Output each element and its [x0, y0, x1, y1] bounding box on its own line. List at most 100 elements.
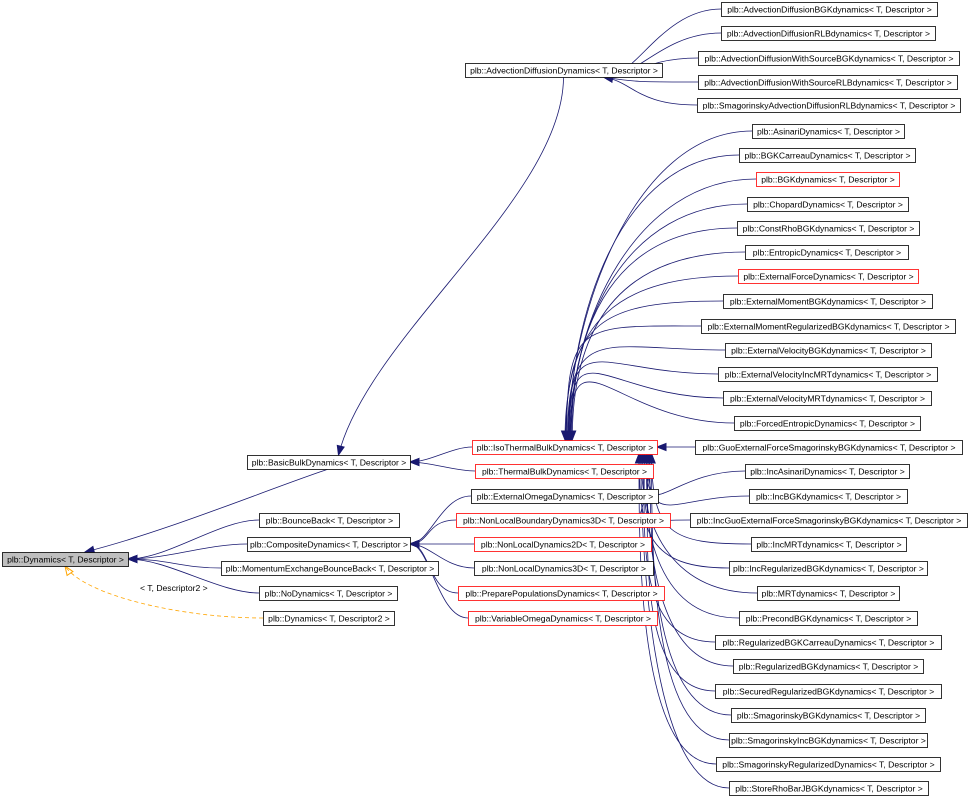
inheritance-edge-dynamics_t2-to-dynamics	[64, 565, 264, 619]
class-node-composite[interactable]: plb::CompositeDynamics< T, Descriptor >	[247, 537, 411, 552]
class-node-label: plb::Dynamics< T, Descriptor2 >	[268, 614, 390, 624]
inheritance-edge-no_dynamics-to-dynamics	[127, 558, 260, 594]
arrowhead-icon	[655, 442, 667, 452]
class-node-non-local-2d[interactable]: plb::NonLocalDynamics2D< T, Descriptor >	[474, 537, 652, 552]
class-node-box	[471, 489, 659, 504]
class-node-label: plb::MRTdynamics< T, Descriptor >	[762, 589, 896, 599]
class-node-label: plb::GuoExternalForceSmagorinskyBGKdynam…	[703, 443, 956, 453]
class-node-regularized-bgk[interactable]: plb::RegularizedBGKdynamics< T, Descript…	[733, 659, 924, 674]
class-node-label: plb::BounceBack< T, Descriptor >	[266, 516, 393, 526]
class-node-box	[745, 245, 909, 260]
class-node-inc-mrt[interactable]: plb::IncMRTdynamics< T, Descriptor >	[751, 537, 907, 552]
class-node-label: plb::StoreRhoBarJBGKdynamics< T, Descrip…	[735, 784, 923, 794]
class-node-label: plb::PrecondBGKdynamics< T, Descriptor >	[746, 614, 912, 624]
class-node-advection-diffusion[interactable]: plb::AdvectionDiffusionDynamics< T, Desc…	[465, 63, 663, 78]
class-node-label: plb::ExternalMomentBGKdynamics< T, Descr…	[730, 297, 926, 307]
class-node-box	[731, 708, 926, 723]
class-node-external-force[interactable]: plb::ExternalForceDynamics< T, Descripto…	[738, 269, 919, 284]
class-node-label: plb::ThermalBulkDynamics< T, Descriptor …	[482, 467, 647, 477]
class-node-dynamics[interactable]: plb::Dynamics< T, Descriptor >	[2, 552, 129, 567]
class-node-label: plb::RegularizedBGKCarreauDynamics< T, D…	[723, 638, 935, 648]
class-node-iso-thermal[interactable]: plb::IsoThermalBulkDynamics< T, Descript…	[472, 440, 658, 455]
class-node-smagorinsky-bgk[interactable]: plb::SmagorinskyBGKdynamics< T, Descript…	[731, 708, 926, 723]
class-node-label: plb::ChopardDynamics< T, Descriptor >	[753, 200, 903, 210]
class-node-label: plb::EntropicDynamics< T, Descriptor >	[753, 248, 901, 258]
class-node-forced-entropic[interactable]: plb::ForcedEntropicDynamics< T, Descript…	[734, 416, 921, 431]
class-node-label: plb::IsoThermalBulkDynamics< T, Descript…	[477, 443, 654, 453]
inheritance-edge-bounce_back-to-dynamics	[127, 519, 260, 560]
class-node-ad-bgk[interactable]: plb::AdvectionDiffusionBGKdynamics< T, D…	[721, 2, 938, 17]
inheritance-edge-ext_velocity_mrt-to-iso_thermal	[568, 372, 724, 441]
class-node-ext-moment-reg-bgk[interactable]: plb::ExternalMomentRegularizedBGKdynamic…	[701, 319, 956, 334]
class-node-store-rho-bar-jbgk[interactable]: plb::StoreRhoBarJBGKdynamics< T, Descrip…	[729, 781, 929, 796]
class-node-box	[474, 537, 652, 552]
class-node-regularized-bgk-carreau[interactable]: plb::RegularizedBGKCarreauDynamics< T, D…	[715, 635, 942, 650]
class-node-precond-bgk[interactable]: plb::PrecondBGKdynamics< T, Descriptor >	[739, 611, 918, 626]
class-node-label: plb::ExternalVelocityIncMRTdynamics< T, …	[725, 370, 932, 380]
class-node-box	[468, 611, 658, 626]
class-node-non-local-boundary-3d[interactable]: plb::NonLocalBoundaryDynamics3D< T, Desc…	[456, 513, 671, 528]
class-node-chopard[interactable]: plb::ChopardDynamics< T, Descriptor >	[747, 197, 909, 212]
inheritance-edge-forced_entropic-to-iso_thermal	[569, 381, 735, 441]
class-node-bgk-carreau[interactable]: plb::BGKCarreauDynamics< T, Descriptor >	[739, 148, 916, 163]
class-node-ad-src-bgk[interactable]: plb::AdvectionDiffusionWithSourceBGKdyna…	[698, 51, 960, 66]
class-node-ext-velocity-bgk[interactable]: plb::ExternalVelocityBGKdynamics< T, Des…	[725, 343, 932, 358]
class-node-inc-asinari[interactable]: plb::IncAsinariDynamics< T, Descriptor >	[745, 464, 910, 479]
class-node-label: plb::BGKCarreauDynamics< T, Descriptor >	[744, 151, 910, 161]
class-node-bgk[interactable]: plb::BGKdynamics< T, Descriptor >	[756, 172, 900, 187]
class-node-label: plb::IncBGKdynamics< T, Descriptor >	[756, 492, 901, 502]
class-node-box	[697, 98, 961, 113]
class-node-mrt[interactable]: plb::MRTdynamics< T, Descriptor >	[757, 586, 900, 601]
inheritance-edge-smagorinsky_bgk-to-iso_thermal	[649, 453, 732, 716]
class-node-box	[456, 513, 671, 528]
class-node-ad-rlb[interactable]: plb::AdvectionDiffusionRLBdynamics< T, D…	[721, 26, 936, 41]
class-node-prepare-populations[interactable]: plb::PreparePopulationsDynamics< T, Desc…	[458, 586, 665, 601]
inheritance-edge-advection_diffusion-to-basic_bulk	[338, 76, 564, 456]
inheritance-edge-composite-to-dynamics	[127, 543, 248, 560]
arrowhead-icon	[565, 430, 575, 442]
class-node-smag-ad-rlb[interactable]: plb::SmagorinskyAdvectionDiffusionRLBdyn…	[697, 98, 961, 113]
class-node-dynamics-t2[interactable]: plb::Dynamics< T, Descriptor2 >	[263, 611, 395, 626]
class-node-label: plb::SmagorinskyRegularizedDynamics< T, …	[722, 760, 934, 770]
class-node-ext-moment-bgk[interactable]: plb::ExternalMomentBGKdynamics< T, Descr…	[723, 294, 933, 309]
inheritance-edge-precond_bgk-to-iso_thermal	[642, 453, 740, 619]
class-node-const-rho-bgk[interactable]: plb::ConstRhoBGKdynamics< T, Descriptor …	[737, 221, 920, 236]
class-node-label: plb::CompositeDynamics< T, Descriptor >	[250, 540, 408, 550]
class-node-asinari[interactable]: plb::AsinariDynamics< T, Descriptor >	[752, 124, 905, 139]
class-node-bounce-back[interactable]: plb::BounceBack< T, Descriptor >	[259, 513, 400, 528]
class-node-external-omega[interactable]: plb::ExternalOmegaDynamics< T, Descripto…	[471, 489, 659, 504]
class-node-ad-src-rlb[interactable]: plb::AdvectionDiffusionWithSourceRLBdyna…	[698, 75, 958, 90]
class-node-inc-bgk[interactable]: plb::IncBGKdynamics< T, Descriptor >	[749, 489, 908, 504]
class-node-box	[475, 464, 654, 479]
class-node-momentum-exchange[interactable]: plb::MomentumExchangeBounceBack< T, Desc…	[221, 561, 439, 576]
class-node-variable-omega[interactable]: plb::VariableOmegaDynamics< T, Descripto…	[468, 611, 658, 626]
class-node-box	[690, 513, 968, 528]
class-node-secured-regularized-bgk[interactable]: plb::SecuredRegularizedBGKdynamics< T, D…	[715, 684, 942, 699]
class-node-label: plb::IncMRTdynamics< T, Descriptor >	[756, 540, 901, 550]
class-node-ext-velocity-mrt[interactable]: plb::ExternalVelocityMRTdynamics< T, Des…	[723, 391, 932, 406]
class-node-inc-regularized-bgk[interactable]: plb::IncRegularizedBGKdynamics< T, Descr…	[729, 561, 928, 576]
class-node-entropic[interactable]: plb::EntropicDynamics< T, Descriptor >	[745, 245, 909, 260]
class-node-box	[723, 294, 933, 309]
class-node-label: plb::SmagorinskyBGKdynamics< T, Descript…	[737, 711, 920, 721]
arrowhead-icon	[336, 444, 345, 457]
class-node-thermal-bulk[interactable]: plb::ThermalBulkDynamics< T, Descriptor …	[475, 464, 654, 479]
class-node-basic-bulk[interactable]: plb::BasicBulkDynamics< T, Descriptor >	[247, 455, 411, 470]
arrowhead-icon	[647, 452, 656, 464]
class-node-label: plb::RegularizedBGKdynamics< T, Descript…	[739, 662, 918, 672]
class-node-label: plb::NonLocalDynamics3D< T, Descriptor >	[482, 564, 646, 574]
inheritance-edge-ext_velocity_inc_mrt-to-iso_thermal	[567, 361, 719, 441]
class-node-box	[739, 148, 916, 163]
class-node-guo-ext-force-smag-bgk[interactable]: plb::GuoExternalForceSmagorinskyBGKdynam…	[695, 440, 963, 455]
class-node-ext-velocity-inc-mrt[interactable]: plb::ExternalVelocityIncMRTdynamics< T, …	[718, 367, 938, 382]
class-node-box	[733, 659, 924, 674]
class-node-no-dynamics[interactable]: plb::NoDynamics< T, Descriptor >	[259, 586, 398, 601]
class-node-inc-guo-ext-force-smag-bgk[interactable]: plb::IncGuoExternalForceSmagorinskyBGKdy…	[690, 513, 968, 528]
class-node-label: plb::BasicBulkDynamics< T, Descriptor >	[252, 458, 407, 468]
class-node-box	[747, 197, 909, 212]
class-node-smagorinsky-regularized[interactable]: plb::SmagorinskyRegularizedDynamics< T, …	[716, 757, 941, 772]
class-node-non-local-3d[interactable]: plb::NonLocalDynamics3D< T, Descriptor >	[474, 561, 654, 576]
inheritance-edge-ext_moment_reg_bgk-to-iso_thermal	[566, 325, 702, 441]
class-node-smagorinsky-inc-bgk[interactable]: plb::SmagorinskyIncBGKdynamics< T, Descr…	[729, 733, 928, 748]
